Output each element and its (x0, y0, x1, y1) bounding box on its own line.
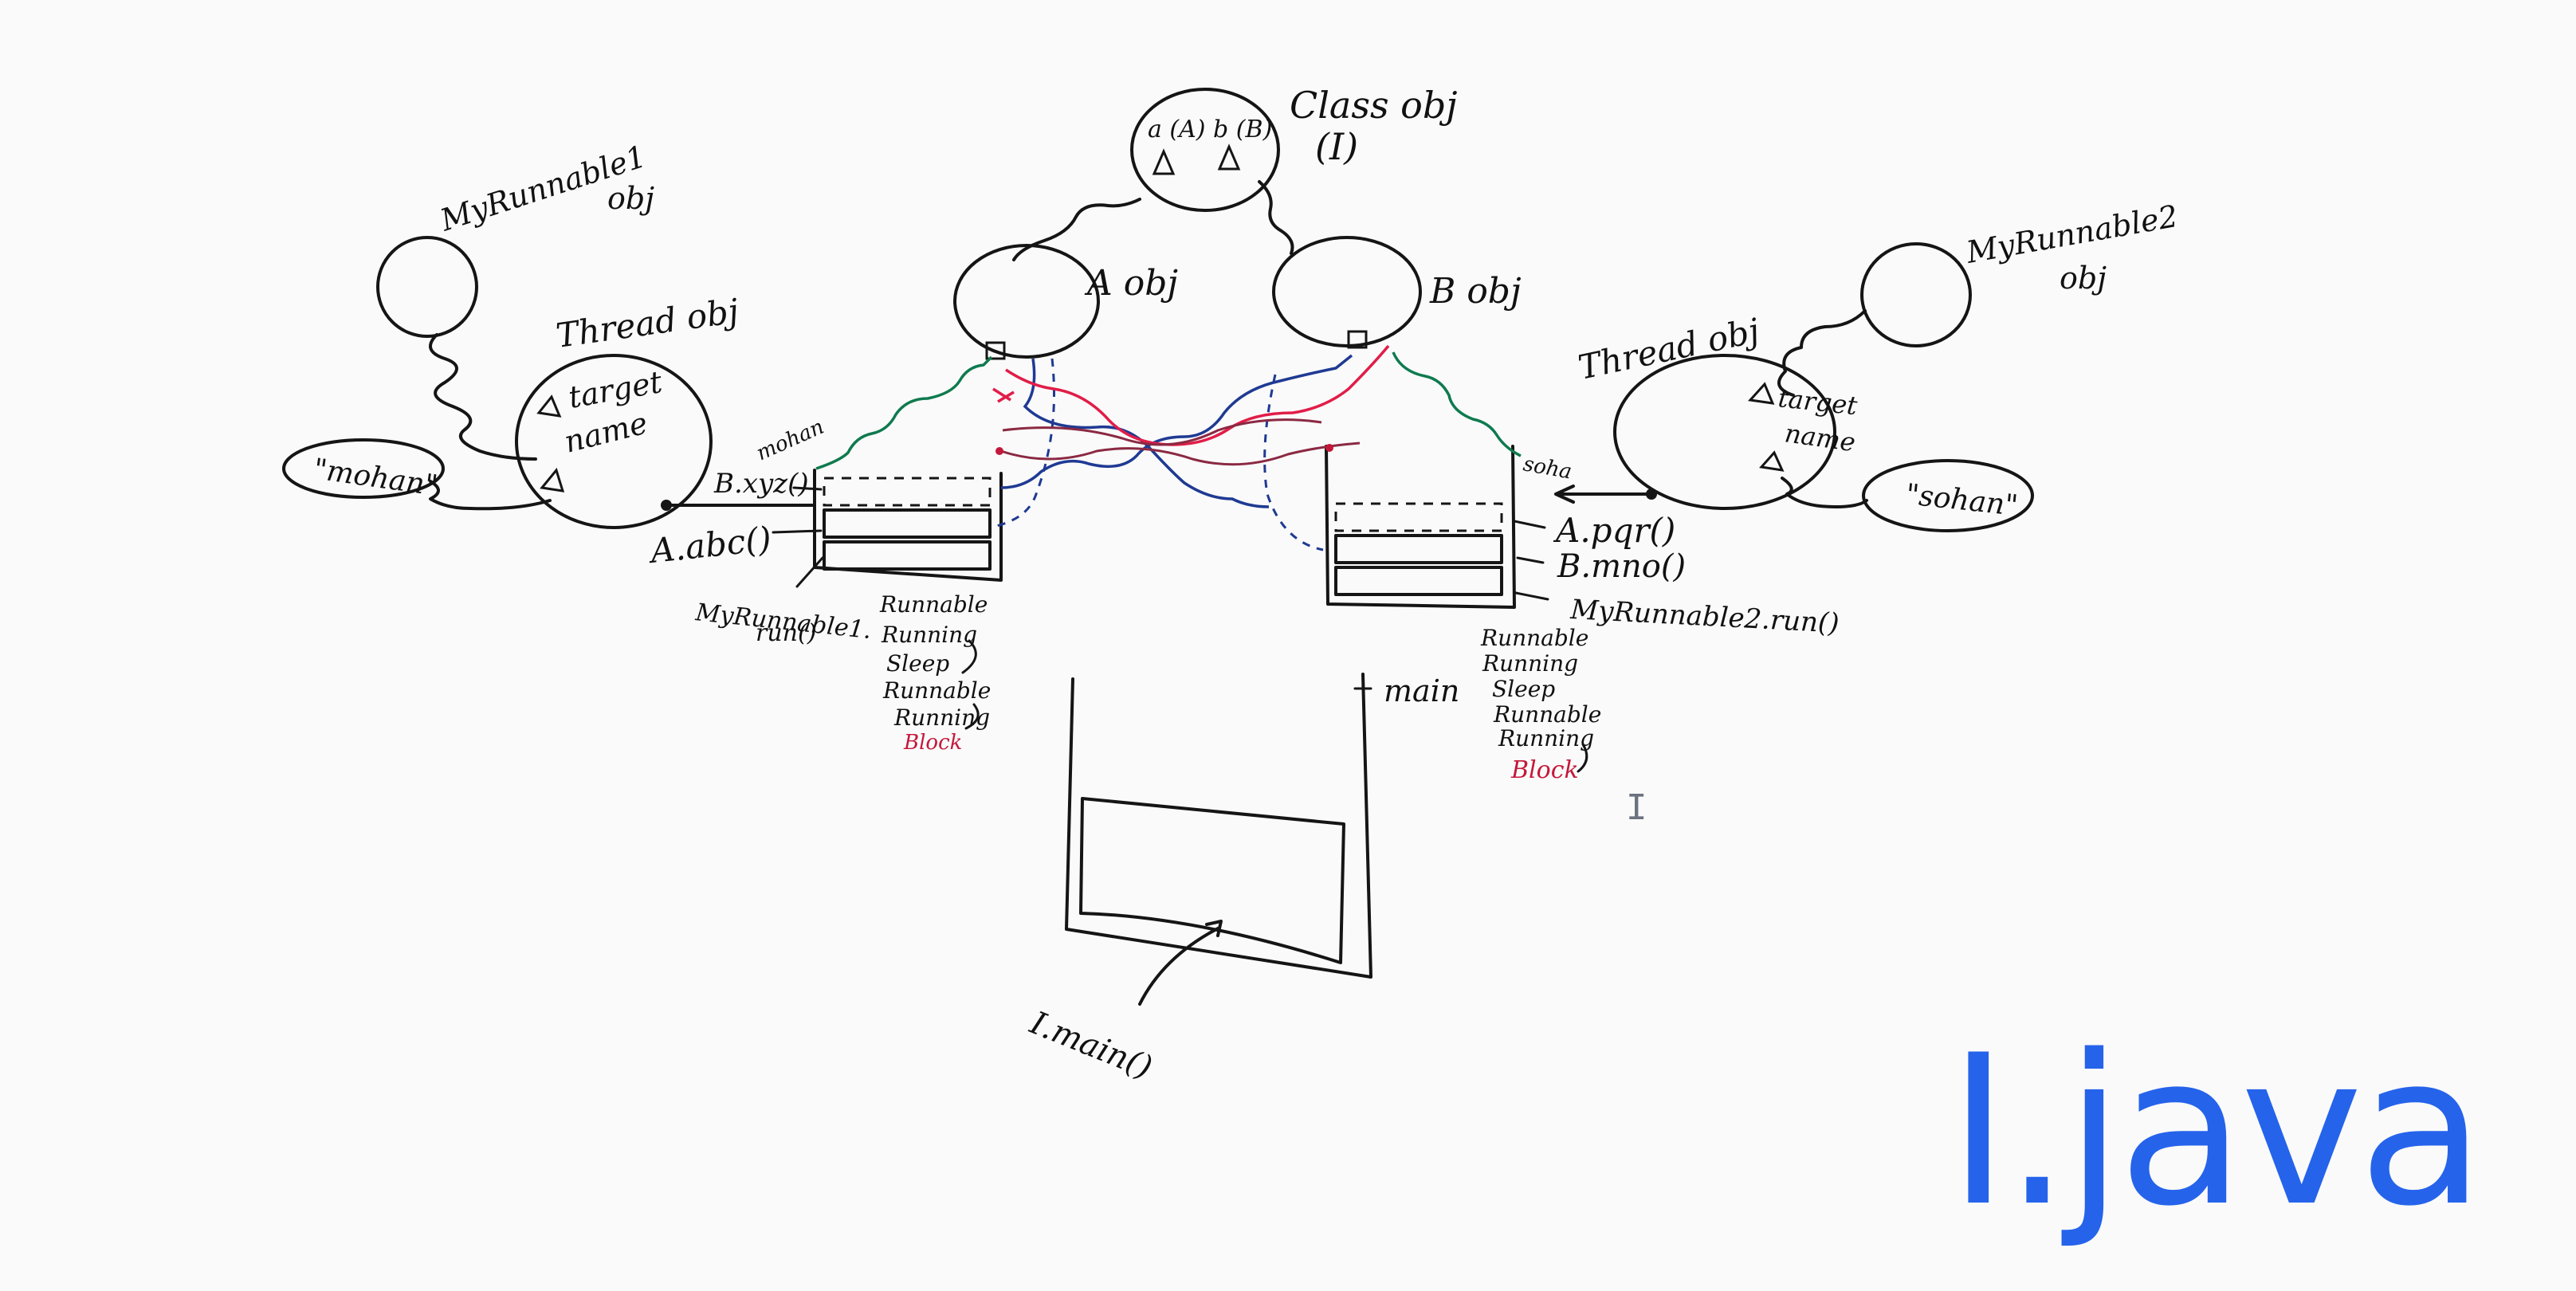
thread-to-stack-arrow-right (1554, 485, 1653, 504)
mohan-stack-label: mohan (753, 415, 828, 466)
class-obj-i-label: (I) (1315, 125, 1358, 168)
class-object: a (A) b (B) Class obj (I) (1130, 84, 1458, 212)
a-object: A obj (953, 244, 1178, 360)
stack-sohan: soha A.pqr() B.mno() MyRunnable2.run() (1325, 445, 1840, 640)
sohan-link (1781, 477, 1868, 508)
name-right-label: name (1783, 418, 1857, 457)
mohan-string: "mohan" (282, 438, 445, 503)
myrunnable2-link (1777, 309, 1867, 397)
myrunnable2-obj-label: MyRunnable2 (1963, 198, 2181, 270)
state-left-1: Runnable (879, 591, 988, 618)
state-right-1: Runnable (1480, 625, 1588, 651)
lock-icon (985, 341, 1006, 360)
myrunnable2-obj-label-2: obj (2060, 261, 2107, 296)
state-left-2: Running (881, 622, 977, 648)
blue-dashed-ref-2 (1263, 374, 1324, 551)
blue-ref-1 (1023, 358, 1270, 508)
state-left-4: Runnable (882, 677, 991, 704)
sohan-stack-label: soha (1522, 452, 1574, 484)
state-left-5: Running (893, 704, 990, 731)
thread-obj-right-label: Thread obj (1575, 311, 1763, 387)
blue-dashed-ref (995, 358, 1055, 528)
blue-ref-2 (1000, 354, 1353, 489)
target-right-label: target (1777, 383, 1859, 421)
state-right-block: Block (1510, 756, 1579, 784)
thread-object-left: Thread obj target name (515, 291, 741, 529)
mohan-link (429, 480, 552, 511)
main-stack-label: main (1384, 673, 1459, 708)
maroon-ref-1 (1000, 441, 1361, 466)
red-cross-mark (992, 387, 1015, 403)
state-right-2: Running (1482, 650, 1578, 677)
stack-main: main I.main() (1024, 673, 1459, 1086)
myrunnable1-run-label-2: run() (756, 619, 816, 647)
myrunnable1-obj-label-2: obj (607, 181, 654, 216)
a-obj-label: A obj (1084, 263, 1178, 304)
class-obj-label: Class obj (1290, 84, 1458, 127)
state-left-3: Sleep (886, 650, 949, 677)
thread-states-left: Runnable Running Sleep Runnable Running … (879, 591, 991, 755)
target-left-label: target (566, 364, 666, 415)
state-right-4: Runnable (1493, 701, 1601, 728)
b-object: B obj (1272, 236, 1522, 349)
b-mno-label: B.mno() (1557, 548, 1686, 585)
class-field-a: a (A) (1148, 116, 1206, 143)
sohan-string: "sohan" (1862, 459, 2034, 532)
red-ref (1005, 344, 1390, 446)
myrunnable1-object: MyRunnable1 obj (376, 139, 654, 338)
a-abc-label: A.abc() (646, 519, 773, 571)
thread-obj-left-label: Thread obj (554, 291, 741, 355)
sohan-label: "sohan" (1904, 478, 2020, 523)
class-to-a-link (1012, 198, 1141, 261)
myrunnable2-object: MyRunnable2 obj (1860, 198, 2181, 347)
i-main-label: I.main() (1024, 1004, 1157, 1086)
thread-object-right: Thread obj target name (1575, 311, 1859, 510)
state-right-3: Sleep (1492, 676, 1555, 702)
b-obj-label: B obj (1429, 271, 1522, 312)
green-ref-right (1392, 351, 1522, 457)
b-xyz-label: B.xyz() (713, 468, 809, 500)
lock-icon (1347, 330, 1368, 349)
myrunnable2-run-label: MyRunnable2.run() (1569, 594, 1840, 640)
state-right-5: Running (1498, 725, 1594, 751)
maroon-ref-2 (1002, 418, 1322, 446)
myrunnable1-link (429, 333, 537, 461)
a-pqr-label: A.pqr() (1553, 511, 1675, 550)
green-ref-left (815, 355, 993, 470)
file-name-title: I.java (1947, 1011, 2485, 1252)
state-left-block: Block (903, 731, 962, 755)
i-main-arrow (1138, 920, 1223, 1006)
thread-states-right: Runnable Running Sleep Runnable Running … (1480, 625, 1601, 784)
class-to-b-link (1258, 180, 1294, 255)
text-cursor-icon: I (1626, 787, 1647, 828)
class-field-b: b (B) (1213, 116, 1272, 143)
